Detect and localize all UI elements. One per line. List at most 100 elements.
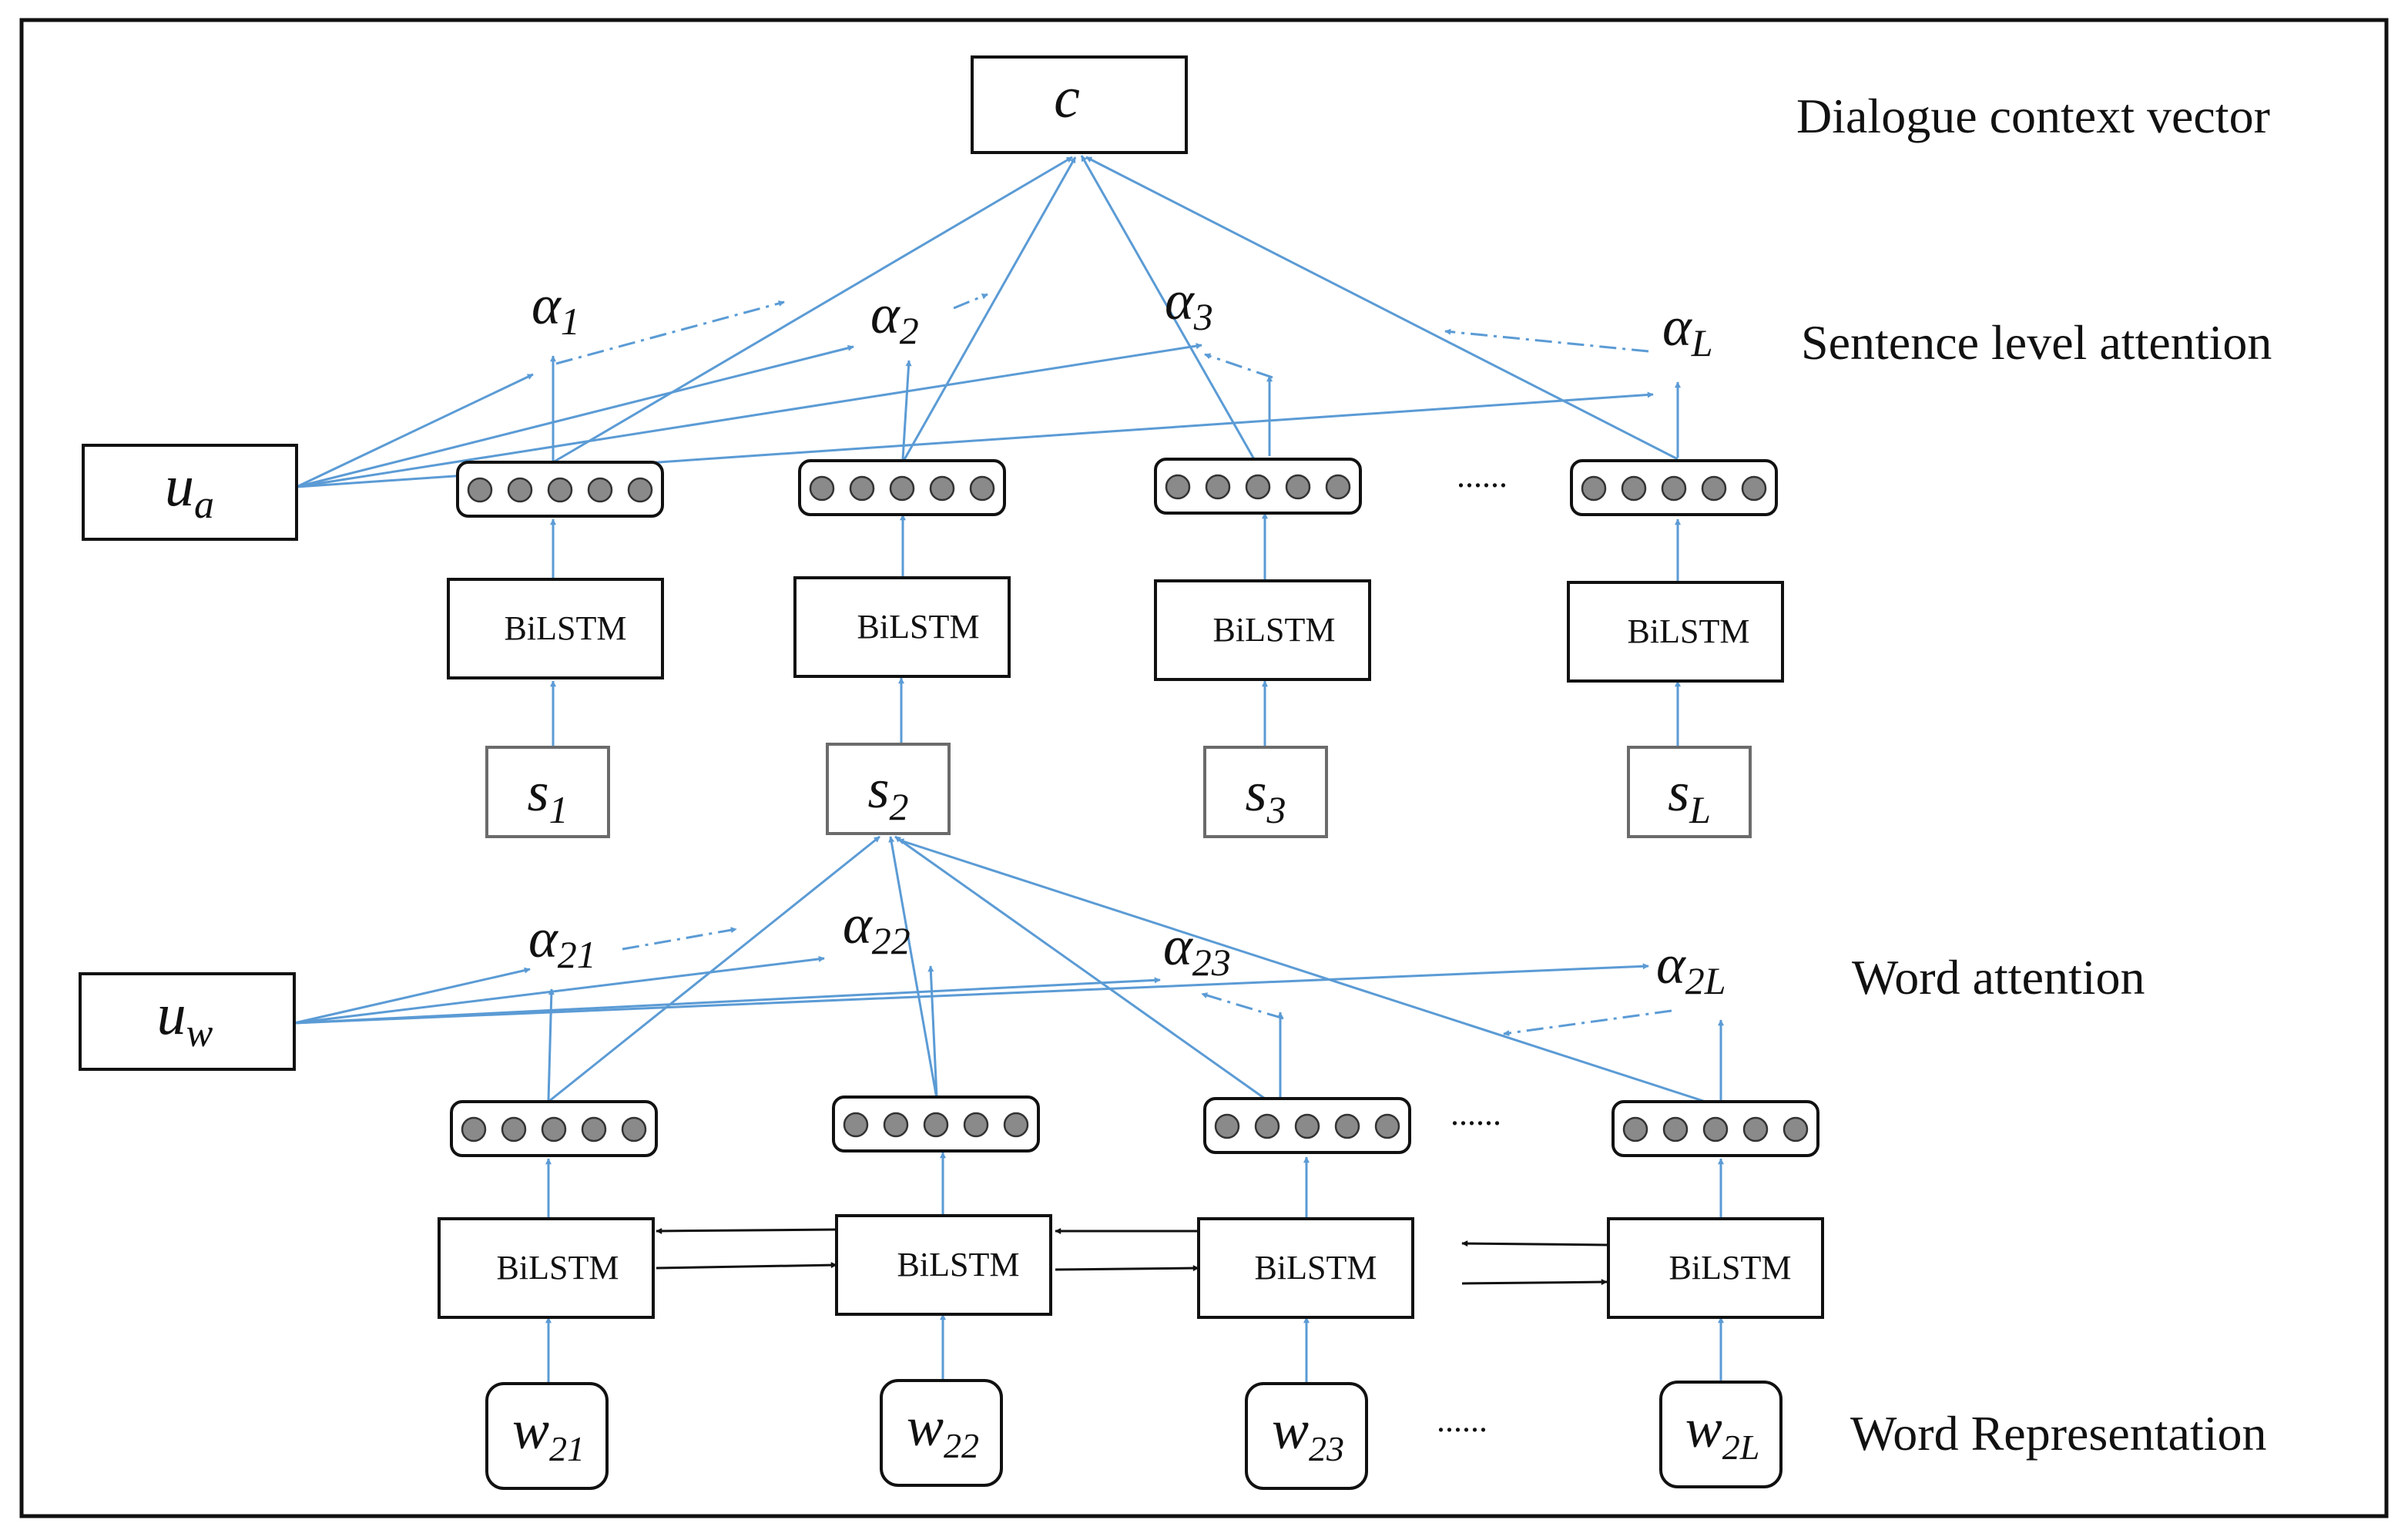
neuron-dot (1622, 1116, 1648, 1142)
neuron-dot (467, 477, 493, 503)
word-vector-dots (461, 1116, 647, 1142)
context-vector-symbol: c (1054, 65, 1080, 130)
word-bilstm-L-label: BiLSTM (1669, 1249, 1792, 1287)
sentence-ellipsis: ...... (1457, 457, 1508, 495)
neuron-dot (843, 1112, 869, 1138)
neuron-dot (501, 1116, 527, 1142)
sentence-bilstm-2-box (793, 576, 1011, 678)
neuron-dot (1581, 475, 1607, 502)
word-vector-2L (1611, 1100, 1819, 1157)
word-query-node: uw (79, 972, 296, 1071)
neuron-dot (849, 475, 875, 502)
neuron-dot (969, 475, 995, 502)
word-vector-21 (450, 1100, 658, 1157)
sentence-input-2-box (826, 743, 951, 835)
sentence-alpha-3: α3 (1165, 270, 1213, 338)
neuron-dot (1214, 1113, 1240, 1139)
neuron-dot (1702, 1116, 1729, 1142)
neuron-dot (1783, 1116, 1809, 1142)
sentence-alpha-1: α1 (532, 274, 580, 343)
sentence-bilstm-3-box (1154, 579, 1371, 681)
neuron-dot (1662, 1116, 1689, 1142)
uw-to-alpha2L-line (293, 963, 1649, 1025)
layer-label-sentence-attention: Sentence level attention (1801, 315, 2272, 370)
svec1-to-context-line (552, 156, 1073, 464)
bilstm2-to-bilstm3-arrow (1055, 1265, 1199, 1272)
sentence-layer: ...... BiLSTM BiLSTM BiLSTM BiLSTM s1 s2… (447, 270, 1784, 838)
neuron-dot (627, 477, 653, 503)
bilstmL-to-bilstm3-arrow (1461, 1240, 1608, 1247)
wvec21-to-s2-line (548, 835, 880, 1103)
neuron-dot (1661, 475, 1687, 502)
ua-to-alpha2-line (296, 344, 854, 488)
word-input-22-label: w22 (907, 1396, 979, 1465)
layer-label-word-representation: Word Representation (1850, 1406, 2266, 1461)
neuron-dot (1701, 475, 1727, 502)
context-vector-node: c (971, 55, 1188, 154)
neuron-dot (581, 1116, 607, 1142)
wvec23-to-s2-line (894, 835, 1266, 1100)
alpha2L-dashed-arrow (1503, 1009, 1672, 1036)
context-vector-box (971, 55, 1188, 154)
word-vector-dots (1214, 1113, 1400, 1139)
neuron-dot (1621, 475, 1647, 502)
outer-frame (19, 18, 2389, 1518)
ua-to-alpha3-line (296, 343, 1202, 488)
word-input-2L-box (1659, 1381, 1783, 1488)
sentence-vector-dots (1165, 474, 1351, 500)
bilstm3-to-bilstmL-arrow (1461, 1279, 1608, 1286)
sentence-vector-1 (456, 461, 664, 518)
word-level-connections (293, 835, 1724, 1382)
word-vector-dots (843, 1112, 1029, 1138)
layer-label-word-attention: Word attention (1852, 950, 2145, 1005)
sentence-input-1-label: s1 (527, 761, 568, 831)
neuron-dot (541, 1116, 567, 1142)
word-input-ellipsis: ...... (1437, 1401, 1487, 1439)
sentence-input-3-label: s3 (1245, 761, 1286, 831)
uw-to-alpha21-line (293, 967, 531, 1025)
word-input-2L-label: w2L (1685, 1397, 1760, 1467)
sentence-alpha-L: αL (1662, 296, 1713, 364)
word-alpha-2L: α2L (1656, 934, 1726, 1002)
alpha23-dashed-arrow (1201, 992, 1284, 1020)
neuron-dot (1205, 474, 1231, 500)
neuron-dot (461, 1116, 487, 1142)
word-query-label: uw (157, 982, 213, 1055)
word-alpha-23: α23 (1163, 915, 1231, 984)
sentence-bilstm-3-label: BiLSTM (1213, 611, 1336, 649)
word-input-23-label: w23 (1272, 1399, 1344, 1468)
bilstm-recurrent-links (656, 1227, 1608, 1286)
word-bilstm-2-box (835, 1214, 1052, 1316)
neuron-dot (1294, 1113, 1320, 1139)
neuron-dot (1325, 474, 1351, 500)
word-input-21-box (485, 1382, 609, 1490)
neuron-dot (1285, 474, 1311, 500)
neuron-dot (1254, 1113, 1280, 1139)
neuron-dot (1003, 1112, 1029, 1138)
neuron-dot (883, 1112, 909, 1138)
neuron-dot (1741, 475, 1767, 502)
neuron-dot (1165, 474, 1191, 500)
neuron-dot (963, 1112, 989, 1138)
word-layer: ...... BiLSTM BiLSTM BiLSTM BiLSTM w21 w… (438, 894, 1824, 1490)
word-alpha-21: α21 (528, 908, 596, 976)
word-bilstm-1-label: BiLSTM (497, 1249, 619, 1287)
alpha1-dashed-arrow (555, 300, 785, 365)
word-query-box (79, 972, 296, 1071)
svecL-to-context-line (1085, 156, 1679, 461)
sentence-input-L-label: sL (1668, 761, 1711, 831)
word-input-22-box (880, 1379, 1003, 1487)
layer-label-context: Dialogue context vector (1796, 89, 2270, 143)
neuron-dot (923, 1112, 949, 1138)
sentence-bilstm-L-label: BiLSTM (1628, 612, 1750, 650)
neuron-dot (1374, 1113, 1400, 1139)
word-alpha-22: α22 (843, 894, 911, 962)
neuron-dot (1742, 1116, 1769, 1142)
neuron-dot (587, 477, 613, 503)
sentence-bilstm-L-box (1567, 581, 1784, 683)
neuron-dot (1245, 474, 1271, 500)
wvec22-to-s2-line (888, 836, 938, 1099)
alpha2-dashed-arrow (953, 293, 988, 310)
